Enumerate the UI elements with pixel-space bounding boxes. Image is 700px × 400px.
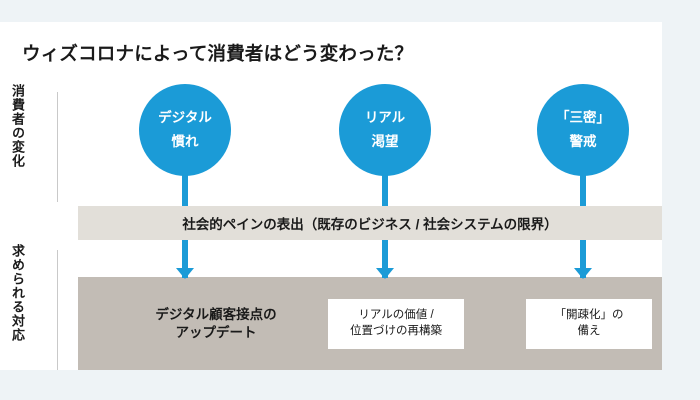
page-title: ウィズコロナによって消費者はどう変わった？ xyxy=(22,43,414,64)
circle-three-cs-vigilance-line1: 「三密」 xyxy=(556,110,610,126)
side-label-required-response: 求められる対応 xyxy=(10,244,25,342)
response-kaisoka-preparation-line2: 備え xyxy=(577,325,601,337)
circle-digital-familiarity[interactable]: デジタル 慣れ xyxy=(139,84,231,176)
connector-arrow-digital xyxy=(176,268,194,279)
response-digital-touchpoint-update-line2: アップデート xyxy=(175,325,257,340)
required-response-panel: デジタル顧客接点の アップデート リアルの価値 / 位置づけの再構築 「開疎化」… xyxy=(78,277,662,370)
response-real-value-rebuild-line1: リアルの価値 / xyxy=(358,309,434,322)
side-label-consumer-change: 消費者の変化 xyxy=(10,84,25,168)
circle-digital-familiarity-line2: 慣れ xyxy=(171,133,199,149)
response-digital-touchpoint-update[interactable]: デジタル顧客接点の アップデート xyxy=(106,299,326,349)
social-pain-band-label: 社会的ペインの表出（既存のビジネス / 社会システムの限界） xyxy=(182,217,558,232)
connector-arrow-real xyxy=(376,268,394,279)
circle-real-craving-line2: 渇望 xyxy=(371,133,399,149)
side-rule-consumer-change xyxy=(57,92,58,202)
response-real-value-rebuild-line2: 位置づけの再構築 xyxy=(350,325,442,337)
circle-digital-familiarity-line1: デジタル xyxy=(158,110,212,126)
circle-real-craving-line1: リアル xyxy=(364,110,406,126)
side-rule-required-response xyxy=(57,250,58,370)
diagram-card: ウィズコロナによって消費者はどう変わった？ 消費者の変化 求められる対応 社会的… xyxy=(0,22,662,370)
social-pain-band: 社会的ペインの表出（既存のビジネス / 社会システムの限界） xyxy=(78,206,662,240)
circle-three-cs-vigilance-line2: 警戒 xyxy=(569,133,597,149)
response-digital-touchpoint-update-line1: デジタル顧客接点の xyxy=(155,306,277,322)
circle-real-craving[interactable]: リアル 渇望 xyxy=(339,84,431,176)
response-real-value-rebuild[interactable]: リアルの価値 / 位置づけの再構築 xyxy=(328,299,464,349)
response-kaisoka-preparation-line1: 「開疎化」の xyxy=(554,309,624,322)
circle-three-cs-vigilance[interactable]: 「三密」 警戒 xyxy=(537,84,629,176)
connector-arrow-three-cs xyxy=(574,268,592,279)
response-kaisoka-preparation[interactable]: 「開疎化」の 備え xyxy=(526,299,652,349)
